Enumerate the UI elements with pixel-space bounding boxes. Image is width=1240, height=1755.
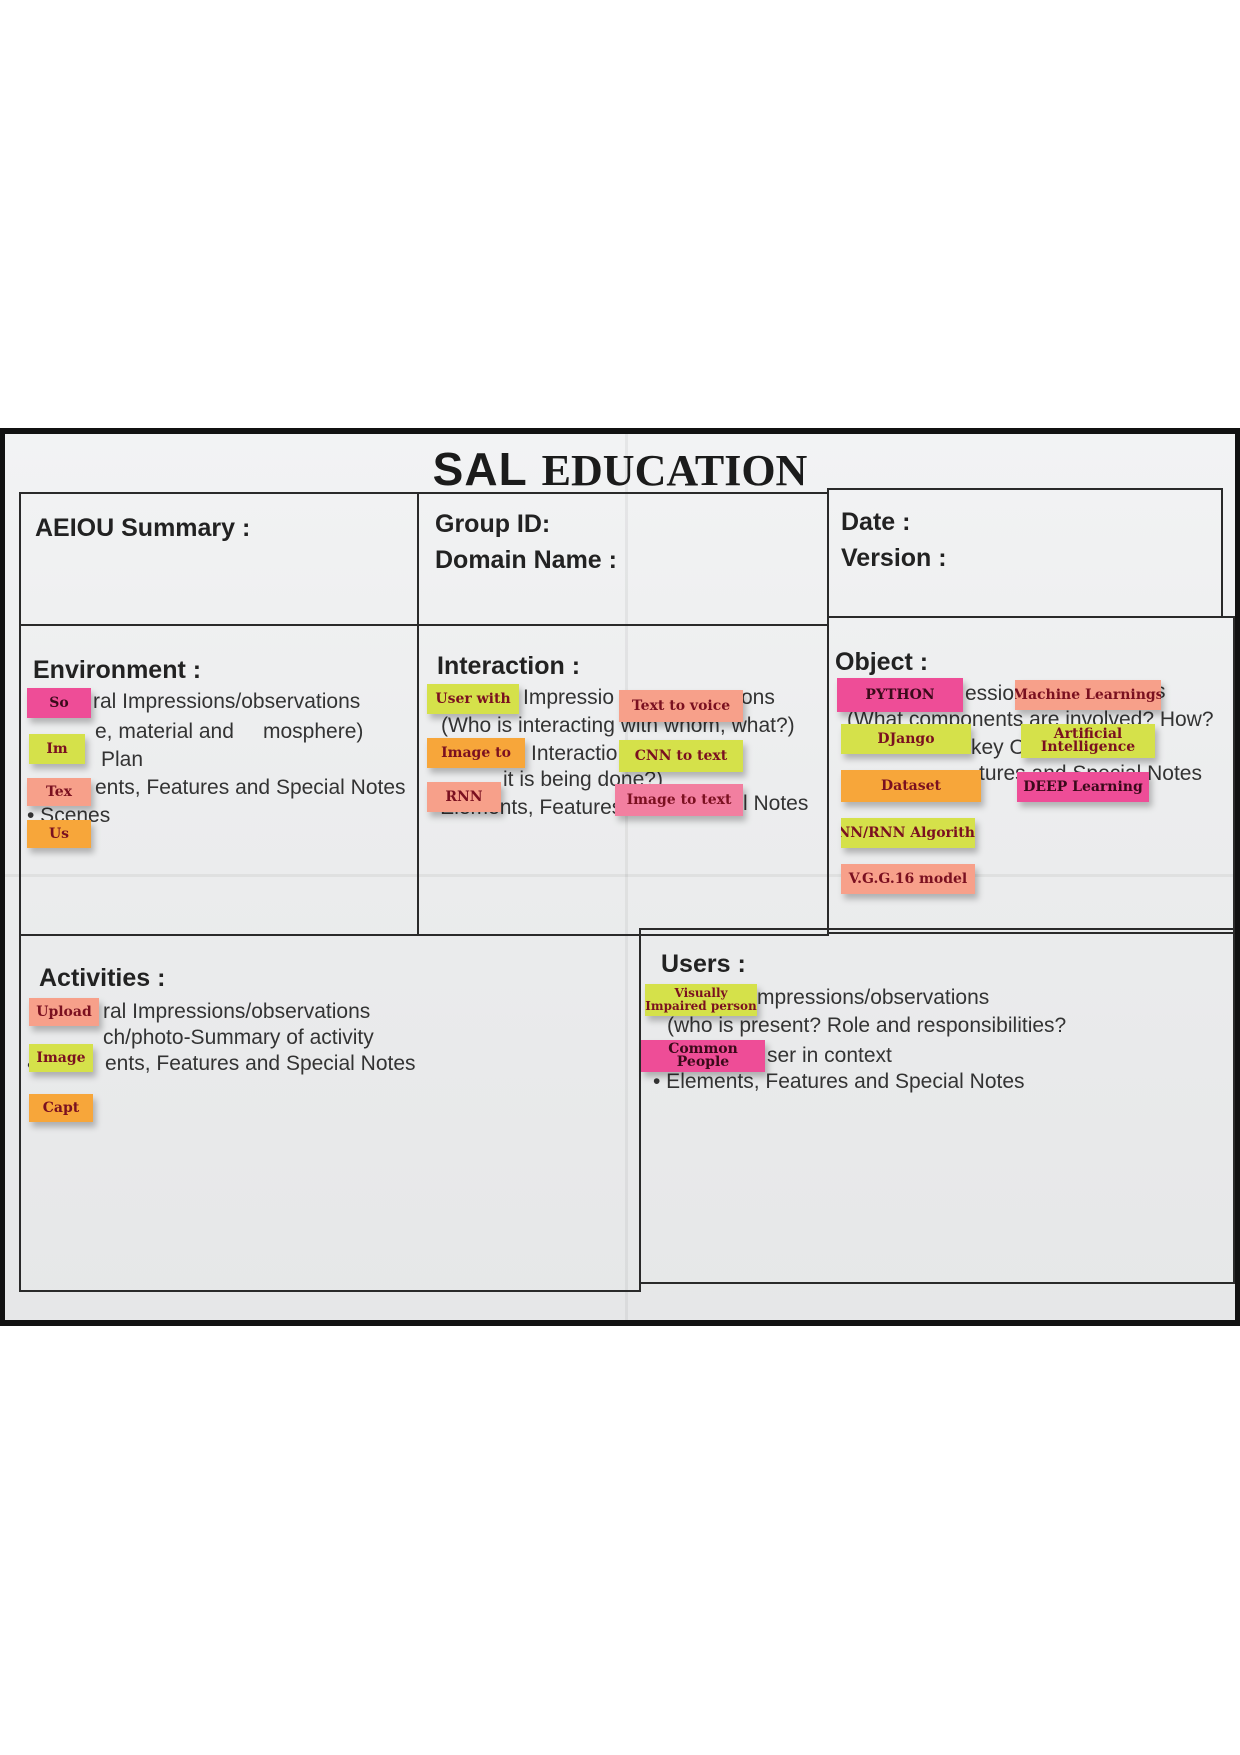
sticky-note: Machine Learnings <box>1015 680 1161 710</box>
activities-line: ents, Features and Special Notes <box>105 1052 416 1075</box>
sticky-note: PYTHON <box>837 678 963 712</box>
object-line: key O <box>971 736 1026 759</box>
sticky-note: Image <box>29 1044 93 1072</box>
users-line: • Elements, Features and Special Notes <box>653 1070 1025 1093</box>
sticky-note: Image to text <box>615 784 743 816</box>
environment-line: ents, Features and Special Notes <box>95 776 406 799</box>
sticky-note: Dataset <box>841 770 981 802</box>
activities-heading: Activities : <box>39 964 166 992</box>
summary-box <box>19 492 419 626</box>
environment-line: mosphere) <box>263 720 364 743</box>
users-box <box>639 928 1235 1284</box>
interaction-line: Interactio <box>531 742 618 765</box>
interaction-heading: Interaction : <box>437 652 581 680</box>
aeiou-sheet: SAL EDUCATION AEIOU Summary : Group ID: D… <box>5 434 1235 1320</box>
sticky-note: Common People <box>641 1040 765 1072</box>
board-photo: SAL EDUCATION AEIOU Summary : Group ID: D… <box>0 428 1240 1326</box>
sticky-note: Text to voice <box>619 690 743 722</box>
object-box <box>827 616 1235 934</box>
sticky-note: DEEP Learning <box>1017 772 1149 802</box>
sticky-note: Im <box>29 734 85 764</box>
users-line: mpressions/observations <box>757 986 990 1009</box>
interaction-line: ons <box>741 686 775 709</box>
sticky-note: CNN/RNN Algorithm <box>841 818 975 848</box>
environment-heading: Environment : <box>33 656 202 684</box>
sticky-note: User with <box>427 684 519 714</box>
sticky-note: V.G.G.16 model <box>841 864 975 894</box>
environment-line: ral Impressions/observations <box>93 690 361 713</box>
users-line: ser in context <box>767 1044 892 1067</box>
activities-line: ch/photo-Summary of activity <box>103 1026 374 1049</box>
paper-crease <box>5 874 1235 877</box>
sticky-note: CNN to text <box>619 740 743 772</box>
users-line: (who is present? Role and responsibiliti… <box>667 1014 1067 1037</box>
paper-crease <box>625 434 628 1320</box>
environment-line: e, material and <box>95 720 234 743</box>
object-line: essio <box>965 682 1015 705</box>
sticky-note: Visually Impaired person <box>645 984 757 1016</box>
sticky-note: Upload <box>29 998 99 1026</box>
interaction-line: l Notes <box>743 792 809 815</box>
aeiou-summary-label: AEIOU Summary : <box>35 514 251 542</box>
sticky-note: DJango <box>841 724 971 754</box>
environment-line: Plan <box>101 748 144 771</box>
interaction-line: Impressio <box>523 686 615 709</box>
sticky-note: So <box>27 688 91 718</box>
sal-logo: SAL <box>432 443 528 495</box>
users-heading: Users : <box>661 950 746 978</box>
group-id-label: Group ID: <box>435 510 551 538</box>
sticky-note: RNN <box>427 782 501 812</box>
brand-title: SAL EDUCATION <box>5 442 1235 496</box>
sticky-note: Capt <box>29 1094 93 1122</box>
sticky-note: Artificial Intelligence <box>1021 724 1155 758</box>
activities-line: ral Impressions/observations <box>103 1000 371 1023</box>
object-heading: Object : <box>835 648 929 676</box>
sticky-note: Tex <box>27 778 91 806</box>
domain-name-label: Domain Name : <box>435 546 617 574</box>
sticky-note: Image to <box>427 738 525 768</box>
brand-education: EDUCATION <box>541 446 808 495</box>
version-label: Version : <box>841 544 947 572</box>
sticky-note: Us <box>27 820 91 848</box>
date-label: Date : <box>841 508 911 536</box>
